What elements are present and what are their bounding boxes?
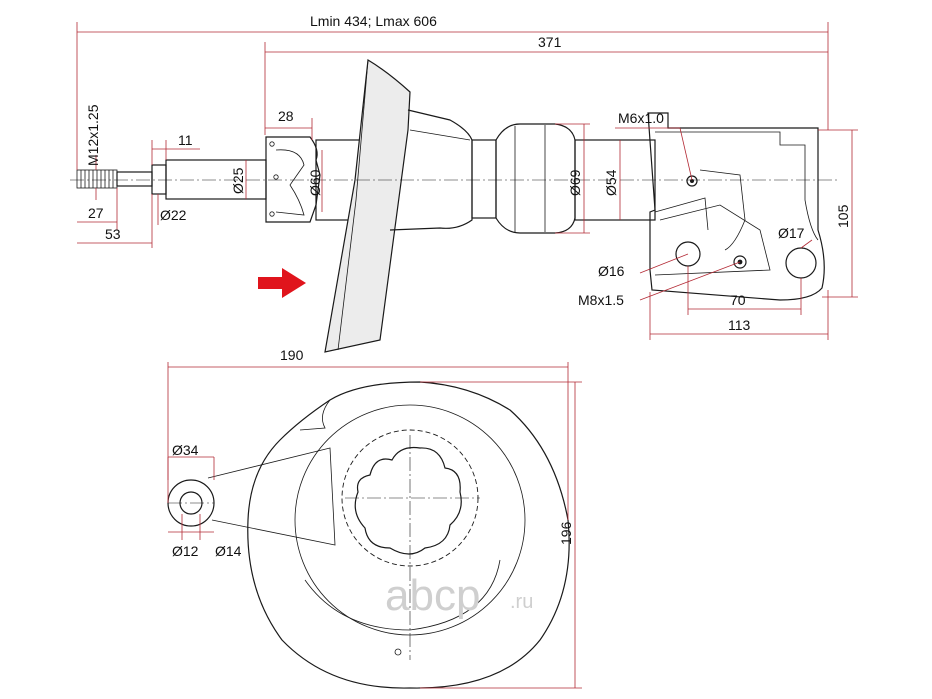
d69-label: Ø69	[567, 169, 583, 196]
mounting-tab	[207, 447, 336, 546]
top-mount	[265, 136, 321, 223]
w113-label: 113	[728, 317, 751, 333]
d22-label: Ø22	[160, 207, 187, 223]
d12-label: Ø12	[172, 543, 199, 559]
top-view-dimensions: 190 196 Ø34 Ø12 Ø14	[167, 347, 582, 689]
mount-28-label: 28	[278, 108, 294, 124]
d60-label: Ø60	[307, 169, 323, 196]
length-range-label: Lmin 434; Lmax 606	[310, 13, 437, 29]
d14-label: Ø14	[215, 543, 242, 559]
piston-rod	[165, 159, 267, 200]
lower-hole-17	[785, 247, 817, 279]
watermark-tld: .ru	[510, 591, 533, 613]
h196-label: 196	[558, 521, 574, 545]
thread-label: M12x1.25	[85, 104, 101, 166]
knuckle-bracket	[647, 112, 825, 301]
bump-stop	[495, 123, 576, 234]
d16-label: Ø16	[598, 263, 625, 279]
d25-label: Ø25	[230, 167, 246, 194]
stud-shoulder-label: 11	[178, 132, 193, 148]
w70-label: 70	[730, 292, 746, 308]
arrow-right-icon	[258, 268, 306, 298]
m8-bolt-hole	[733, 255, 747, 269]
stud-27-label: 27	[88, 205, 104, 221]
d17-label: Ø17	[778, 225, 805, 241]
side-view-dimensions: Lmin 434; Lmax 606 371 M12x1.25 11 27 53…	[76, 13, 858, 340]
h105-label: 105	[835, 204, 851, 228]
strut-side-view	[70, 59, 840, 353]
overall-length-label: 371	[538, 34, 562, 50]
watermark-brand: abcp	[385, 571, 480, 620]
watermark: abcp .ru	[385, 571, 533, 620]
w190-label: 190	[280, 347, 304, 363]
spring-seat-outline	[247, 381, 570, 689]
top-mount-cutout	[354, 446, 462, 555]
d34-label: Ø34	[172, 442, 199, 458]
stud-53-label: 53	[105, 226, 121, 242]
m6-label: M6x1.0	[618, 110, 664, 126]
m8-label: M8x1.5	[578, 292, 624, 308]
d54-label: Ø54	[603, 169, 619, 196]
m6-bolt-hole	[686, 175, 698, 187]
strut-top-view	[167, 381, 570, 689]
spring-seat	[324, 59, 411, 353]
